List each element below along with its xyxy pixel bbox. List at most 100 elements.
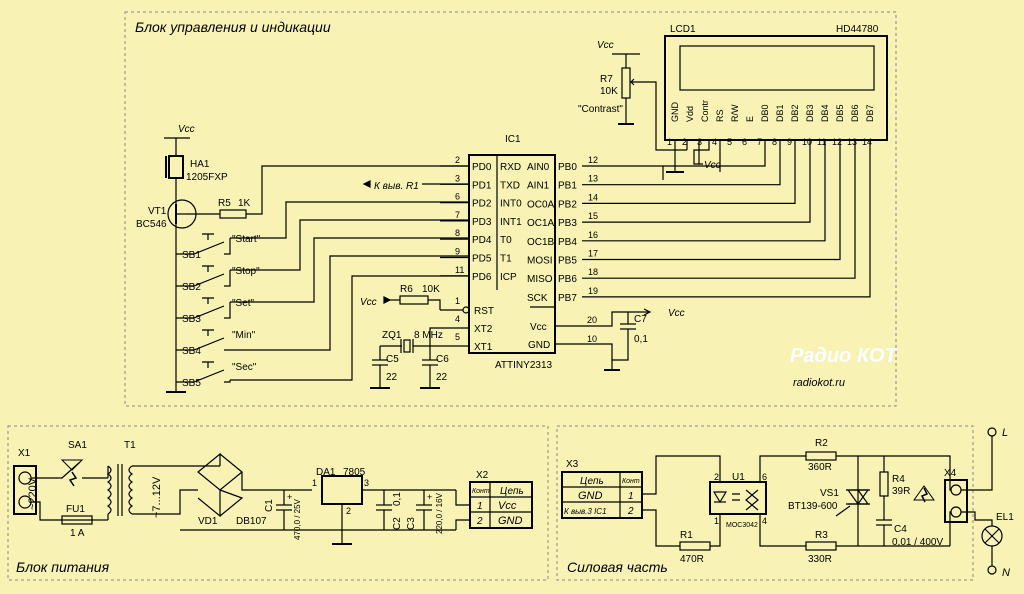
lcd-pin-num-9: 9 (787, 137, 792, 147)
pin-pb1: PB1 (558, 181, 577, 192)
crystal-zq1: ZQ1 8 MHz C5 22 C6 22 (370, 327, 449, 389)
pin-rxd: RXD (500, 162, 521, 173)
pin-vcc: Vcc (530, 322, 547, 333)
pin-oc1b: OC1B (527, 237, 555, 248)
button-label-1: "Start" (232, 234, 261, 245)
button-label-3: "Set" (232, 298, 255, 309)
lcd-pin-label-4: RS (715, 109, 725, 122)
r3-ref: R3 (815, 530, 828, 541)
x1-ref: X1 (18, 448, 31, 459)
c2-ref: C2 (392, 517, 403, 530)
pin-pd2: PD2 (472, 199, 492, 210)
vs1-ref: VS1 (820, 488, 839, 499)
lcd-pin-num-5: 5 (727, 137, 732, 147)
button-label-2: "Stop" (232, 266, 260, 277)
buzzer-ref: HA1 (190, 159, 210, 170)
pin-pb5: PB5 (558, 256, 577, 267)
pin-pb4: PB4 (558, 237, 577, 248)
secondary-voltage: ~7...12V (151, 476, 163, 518)
r6-ref: R6 (400, 284, 413, 295)
pin-ain0: AIN0 (527, 162, 550, 173)
pin-pb6: PB6 (558, 274, 577, 285)
x2-row2-num: 2 (476, 516, 483, 527)
pin-gnd: GND (528, 340, 550, 351)
control-section-title: Блок управления и индикации (135, 19, 331, 35)
r6-value: 10K (422, 284, 440, 295)
transistor-vt1: VT1 BC546 R5 1K (136, 165, 469, 240)
crystal-freq: 8 MHz (414, 330, 443, 341)
reg-pin-1: 1 (312, 478, 317, 488)
r2-ref: R2 (815, 438, 828, 449)
control-section-frame (124, 11, 897, 407)
vs1-model: BT139-600 (788, 501, 838, 512)
x3-row2-num: 2 (627, 506, 634, 517)
r1-ref: R1 (680, 530, 693, 541)
c7-value: 0,1 (634, 334, 648, 345)
lcd-pin-label-12: DB5 (835, 104, 845, 122)
pin-pd0: PD0 (472, 162, 492, 173)
lcd-pin-label-3: Contr (700, 100, 710, 122)
lcd-pin-label-5: R/W (730, 104, 740, 122)
pin-int1: INT1 (500, 217, 522, 228)
lcd-pin-label-13: DB6 (850, 104, 860, 122)
sa1-ref: SA1 (68, 440, 87, 451)
regulator-model: 7805 (343, 467, 366, 478)
lcd-pin-label-8: DB1 (775, 104, 785, 122)
button-ref-3: SB3 (182, 314, 201, 325)
x2-head-contact: Конт (472, 488, 490, 495)
fu1-ref: FU1 (66, 504, 85, 515)
power-supply: X1 ~220V SA1 FU1 1 A T1 ~7...12V VD1 DB1… (13, 440, 533, 545)
pin-num-16: 16 (588, 230, 598, 240)
r1-value: 470R (680, 554, 704, 565)
c6-value: 22 (436, 372, 448, 383)
output-section-title: Силовая часть (567, 559, 668, 575)
pin-ain1: AIN1 (527, 181, 550, 192)
lcd-pin-label-9: DB2 (790, 104, 800, 122)
lcd-pin-num-12: 12 (832, 137, 842, 147)
pin-t1: T1 (500, 254, 512, 265)
pin-oc0a: OC0A (527, 199, 555, 210)
x2-head-net: Цепь (500, 486, 524, 497)
lcd-pin-num-13: 13 (847, 137, 857, 147)
fu1-value: 1 A (70, 528, 85, 539)
pin-oc1a: OC1A (527, 218, 555, 229)
u1-ref: U1 (732, 472, 745, 483)
button-ref-1: SB1 (182, 250, 201, 261)
x3-head-net: Цепь (580, 476, 604, 487)
output-section-frame (556, 425, 974, 581)
line-L-label: L (1002, 427, 1008, 439)
x3-head-contact: Конт (622, 478, 640, 485)
c4-ref: C4 (894, 524, 907, 535)
c3-value: 220,0 / 16V (435, 492, 444, 534)
mains-label: ~220V (27, 477, 39, 510)
c5-value: 22 (386, 372, 398, 383)
pin-num-3: 3 (455, 173, 460, 183)
pin-num-19: 19 (588, 286, 598, 296)
pin-pd4: PD4 (472, 235, 492, 246)
vd1-ref: VD1 (198, 516, 218, 527)
t1-ref: T1 (124, 440, 136, 451)
power-section-title: Блок питания (16, 559, 110, 575)
lcd-pin-label-7: DB0 (760, 104, 770, 122)
lcd-pin-label-6: E (745, 116, 755, 122)
x3-row2-net: К выв.3 IC1 (564, 507, 607, 516)
pin-vcc-num: 20 (587, 315, 597, 325)
bridge-model: DB107 (236, 516, 267, 527)
button-ref-5: SB5 (182, 378, 201, 389)
pin-pd6: PD6 (472, 272, 492, 283)
buzzer-model: 1205FXP (186, 172, 228, 183)
crystal-ref: ZQ1 (382, 330, 402, 341)
pin-pb2: PB2 (558, 199, 577, 210)
c4-value: 0,01 / 400V (892, 537, 943, 548)
lcd-pin-num-2: 2 (682, 137, 687, 147)
u1-pin-4: 4 (762, 516, 767, 526)
x3-row1-net: GND (578, 490, 603, 502)
u1-pin-6: 6 (762, 472, 767, 482)
pin-num-11: 11 (455, 265, 464, 275)
c7-ref: C7 (634, 314, 647, 325)
power-stage: X3 Цепь Конт GND 1 К выв.3 IC1 2 R1 470R… (561, 427, 1014, 579)
pin-xt1: XT1 (474, 342, 493, 353)
lcd-pin-label-1: GND (670, 102, 680, 123)
pin-pd1: PD1 (472, 180, 492, 191)
